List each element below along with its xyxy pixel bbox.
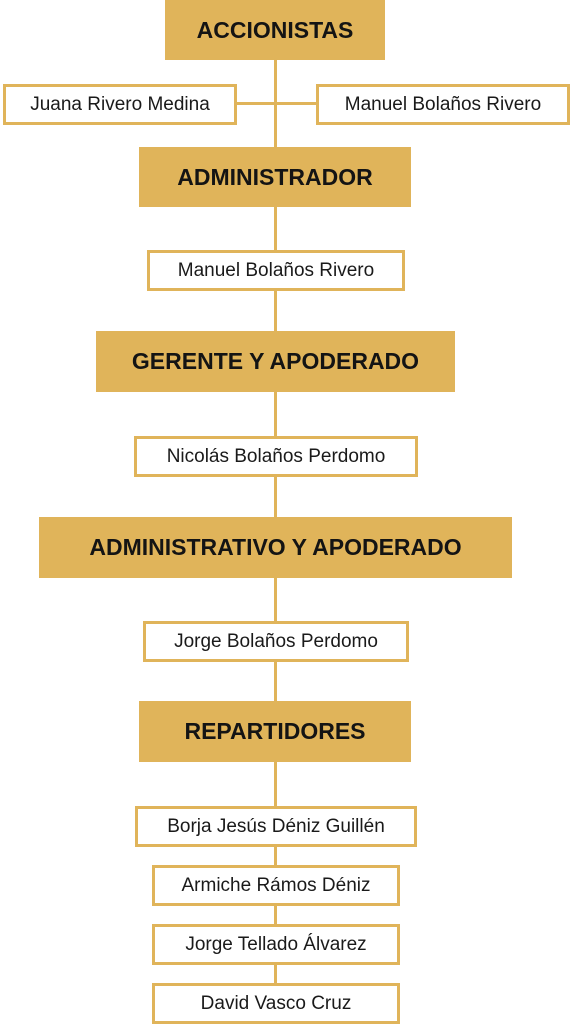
repartidor-box-3: Jorge Tellado Álvarez [152, 924, 400, 965]
administrador-member-box: Manuel Bolaños Rivero [147, 250, 405, 291]
administrativo-member-box: Jorge Bolaños Perdomo [143, 621, 409, 662]
gerente-member-box: Nicolás Bolaños Perdomo [134, 436, 418, 477]
administrativo-header: ADMINISTRATIVO Y APODERADO [39, 517, 512, 578]
shareholder-box-1: Juana Rivero Medina [3, 84, 237, 125]
shareholders-connector-line [236, 102, 318, 105]
accionistas-header: ACCIONISTAS [165, 0, 385, 60]
administrador-header: ADMINISTRADOR [139, 147, 411, 207]
shareholder-box-2: Manuel Bolaños Rivero [316, 84, 570, 125]
repartidor-box-2: Armiche Rámos Déniz [152, 865, 400, 906]
repartidores-header: REPARTIDORES [139, 701, 411, 762]
repartidor-box-1: Borja Jesús Déniz Guillén [135, 806, 417, 847]
repartidor-box-4: David Vasco Cruz [152, 983, 400, 1024]
gerente-header: GERENTE Y APODERADO [96, 331, 455, 392]
